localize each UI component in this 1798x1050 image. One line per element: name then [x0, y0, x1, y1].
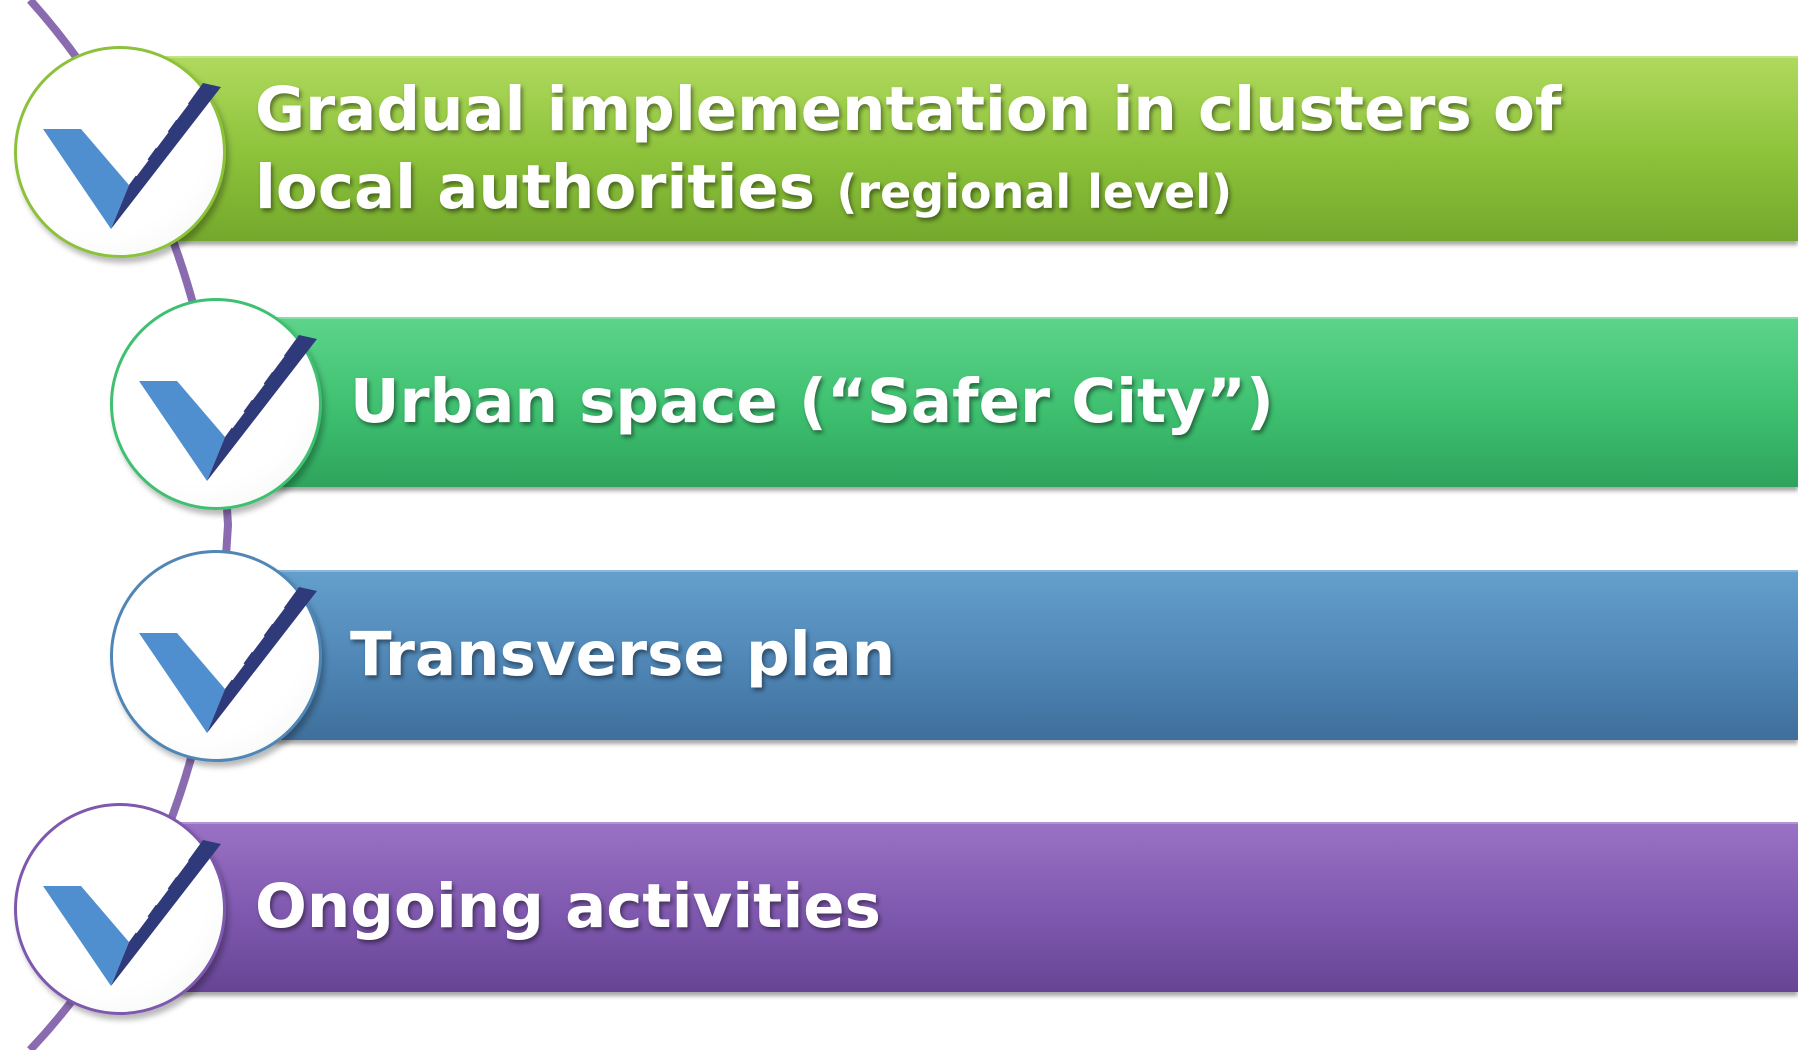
step-2-badge — [110, 298, 322, 510]
step-1-suffix: (regional level) — [836, 165, 1233, 219]
step-bar-1: Gradual implementation in clusters of lo… — [120, 56, 1798, 241]
step-3-label: Transverse plan — [350, 619, 896, 690]
step-bar-2: Urban space (“Safer City”) — [240, 317, 1798, 487]
step-1-badge — [14, 46, 226, 258]
road-checkmark-icon — [139, 335, 317, 481]
step-1-line-2-main: local authorities — [255, 152, 816, 223]
step-bar-3: Transverse plan — [240, 570, 1798, 740]
step-4-badge — [14, 803, 226, 1015]
step-2-label: Urban space (“Safer City”) — [350, 366, 1274, 437]
road-checkmark-icon — [43, 840, 221, 986]
step-bar-4: Ongoing activities — [120, 822, 1798, 992]
step-4-label: Ongoing activities — [255, 871, 881, 942]
step-1-line-1: Gradual implementation in clusters of — [255, 74, 1562, 145]
step-1-line-2: local authorities (regional level) — [255, 148, 1232, 232]
step-3-badge — [110, 550, 322, 762]
road-checkmark-icon — [43, 83, 221, 229]
road-checkmark-icon — [139, 587, 317, 733]
